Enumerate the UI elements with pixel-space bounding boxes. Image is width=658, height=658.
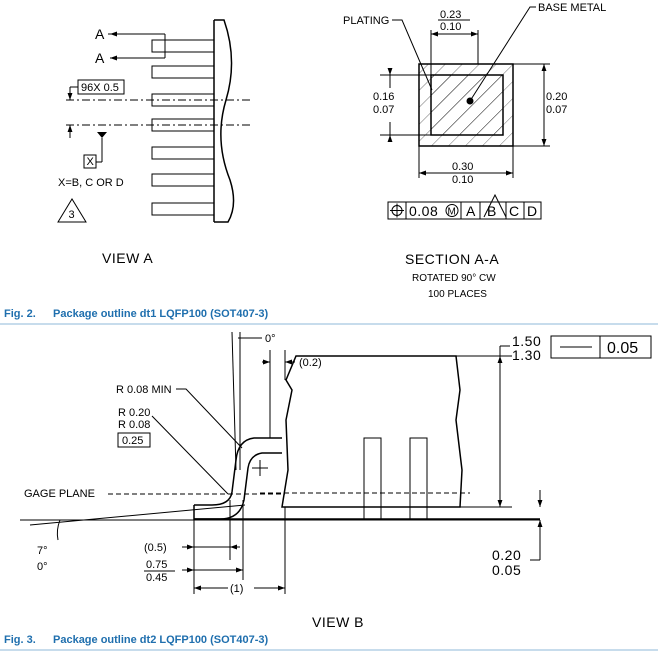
angle-0-label: 0° xyxy=(37,561,48,573)
box-025-text: 0.25 xyxy=(122,435,143,447)
dim-top-max: 0.23 xyxy=(440,9,461,21)
view-a-title: VIEW A xyxy=(102,250,153,266)
lead xyxy=(151,202,215,216)
a1-max-label: 0.20 xyxy=(492,547,521,563)
dim-right-max: 0.20 xyxy=(546,91,567,103)
pitch-box-text: 96X 0.5 xyxy=(81,82,119,94)
lead-foot xyxy=(409,506,428,520)
l-min-label: 0.45 xyxy=(146,572,167,584)
fcf-datum-c: C xyxy=(509,203,520,219)
base-metal-hatch xyxy=(431,75,503,135)
section-sub2: 100 PLACES xyxy=(428,289,487,300)
angle-top-label: 0° xyxy=(265,333,276,345)
plating-leader xyxy=(392,19,433,91)
package-body xyxy=(281,355,463,508)
fig3-caption: Fig. 3. Package outline dt2 LQFP100 (SOT… xyxy=(0,634,658,651)
lead xyxy=(151,39,215,53)
angle-7-label: 7° xyxy=(37,545,48,557)
feature-control-frame: 0.08 M A B C D xyxy=(387,193,542,220)
caption-number: Fig. 3. xyxy=(4,634,36,646)
section-label-a: A xyxy=(95,26,105,42)
flatness-tolerance: 0.05 xyxy=(607,340,638,357)
section-label-a: A xyxy=(95,50,105,66)
lead xyxy=(151,146,215,160)
lead xyxy=(151,173,215,187)
section-a-a: PLATING BASE METAL 0.23 0.10 0.16 0.07 0… xyxy=(343,2,606,300)
note-triangle xyxy=(57,198,87,223)
fcf-outline xyxy=(387,201,542,220)
r-008-label: R 0.08 xyxy=(118,419,150,431)
base-metal-label: BASE METAL xyxy=(538,2,606,14)
lead-shoulder xyxy=(363,437,382,508)
r-min-label: R 0.08 MIN xyxy=(116,384,172,396)
lead-foot xyxy=(363,506,382,520)
note-triangle xyxy=(483,193,507,218)
section-sub1: ROTATED 90° CW xyxy=(412,273,496,284)
fig2-caption: Fig. 2. Package outline dt1 LQFP100 (SOT… xyxy=(0,308,658,325)
caption-text: Package outline dt1 LQFP100 (SOT407-3) xyxy=(53,308,269,320)
dim-left-min: 0.07 xyxy=(373,104,394,116)
view-b: GAGE PLANE 0° (0.2) R 0.08 MIN R 0.20 R … xyxy=(20,331,652,630)
gage-plane-label: GAGE PLANE xyxy=(24,488,95,500)
fcf-datum-d: D xyxy=(527,203,538,219)
h-min-label: 1.30 xyxy=(512,347,541,363)
note-number: 3 xyxy=(69,209,75,221)
fcf-tolerance: 0.08 xyxy=(409,203,438,219)
mmc-circle-icon xyxy=(445,204,459,217)
plating-label: PLATING xyxy=(343,15,389,27)
lead-set xyxy=(151,39,215,216)
lead-profile xyxy=(193,437,282,520)
box-025 xyxy=(117,432,151,448)
ref-02-label: (0.2) xyxy=(299,357,322,369)
dim-left-max: 0.16 xyxy=(373,91,394,103)
angle-line xyxy=(29,504,246,526)
lead xyxy=(151,65,215,79)
caption-number: Fig. 2. xyxy=(4,308,36,320)
angle-arc xyxy=(56,519,61,541)
view-b-title: VIEW B xyxy=(312,614,364,630)
r-min-leader xyxy=(176,388,243,449)
a1-min-label: 0.05 xyxy=(492,562,521,578)
datum-note: X=B, C OR D xyxy=(58,177,124,189)
dim-top-min: 0.10 xyxy=(440,21,461,33)
r-leader xyxy=(151,415,229,495)
dim-right-min: 0.07 xyxy=(546,104,567,116)
ref-05-label: (0.5) xyxy=(144,542,167,554)
section-title: SECTION A-A xyxy=(405,251,499,267)
flatness-frame: 0.05 xyxy=(550,335,652,359)
r-020-label: R 0.20 xyxy=(118,407,150,419)
flatness-outline xyxy=(550,335,652,359)
lead-shoulder xyxy=(409,437,428,508)
angle-line xyxy=(231,331,237,471)
dim-bottom-min: 0.10 xyxy=(452,174,473,186)
fcf-modifier: M xyxy=(448,207,456,218)
label-mask xyxy=(228,580,254,594)
datum-box-text: X xyxy=(87,156,95,168)
h-max-label: 1.50 xyxy=(512,333,541,349)
base-metal-leader xyxy=(469,6,536,102)
package-body-edge xyxy=(213,19,235,223)
caption-text: Package outline dt2 LQFP100 (SOT407-3) xyxy=(53,634,269,646)
ref-1-label: (1) xyxy=(230,583,243,595)
datum-triangle xyxy=(97,132,107,138)
view-a: A A 96X 0.5 X X=B, C OR D 3 VIEW A xyxy=(57,19,250,266)
fcf-datum-a: A xyxy=(466,203,476,219)
l-max-label: 0.75 xyxy=(146,559,167,571)
fcf-datum-b: B xyxy=(487,203,497,219)
dim-bottom-max: 0.30 xyxy=(452,161,473,173)
